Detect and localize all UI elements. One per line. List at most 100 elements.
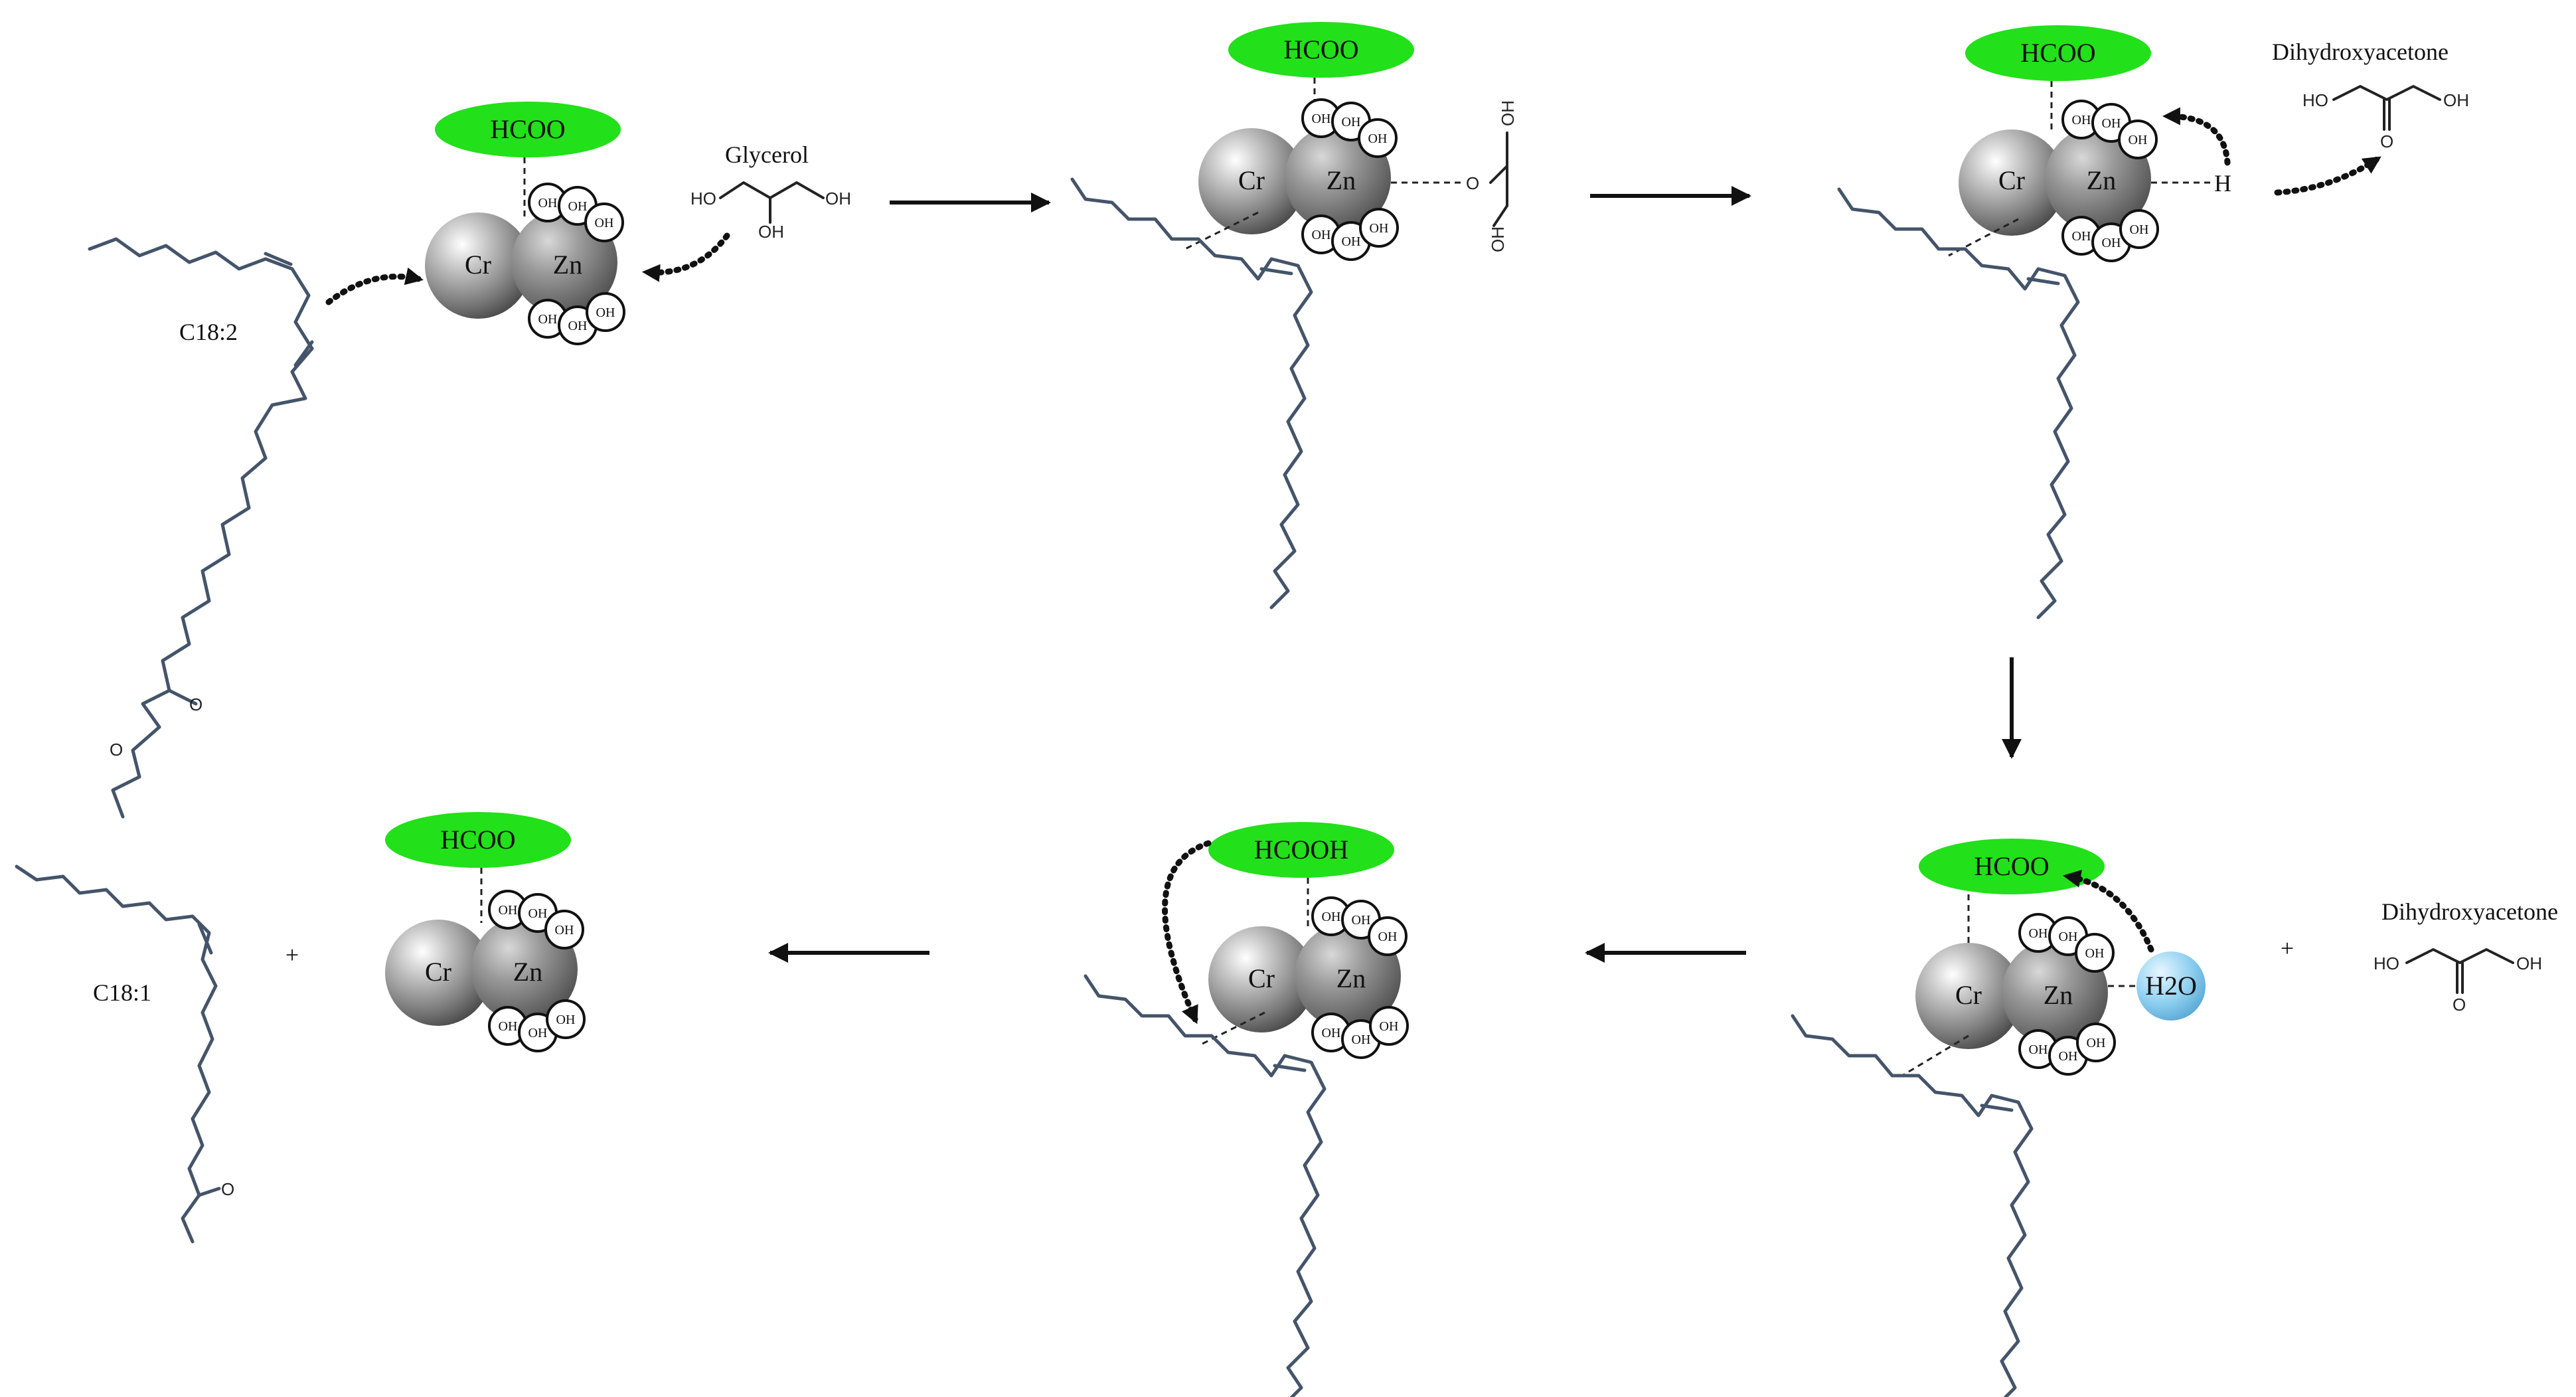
dotted-arrow xyxy=(2063,870,2154,953)
oh-group-label: OH xyxy=(2029,1042,2048,1057)
zn-label: Zn xyxy=(2087,165,2116,195)
oh-group-label: OH xyxy=(1342,115,1361,129)
glycerol-oh-mid: OH xyxy=(758,222,784,242)
hcoo-ellipse xyxy=(435,102,621,157)
plus-sign: + xyxy=(285,942,299,968)
hcoo-label: HCOO xyxy=(490,114,565,144)
dihydroxyacetone-label: Dihydroxyacetone xyxy=(2272,39,2449,65)
c18-2-label: C18:2 xyxy=(179,319,238,345)
oh-group-label: OH xyxy=(2087,1036,2106,1050)
zn-label: Zn xyxy=(1327,165,1356,195)
hcoo-label: HCOO xyxy=(440,825,515,855)
bound-o: O xyxy=(1466,173,1479,193)
dotted-arrow xyxy=(1162,840,1212,1025)
cr-label: Cr xyxy=(425,957,451,987)
attached-chain xyxy=(1072,179,1311,608)
hcoo-label: HCOO xyxy=(1283,35,1358,64)
c18-1-label: C18:1 xyxy=(93,979,151,1006)
oh-group-label: OH xyxy=(595,216,614,230)
oh-group-label: OH xyxy=(2029,926,2048,941)
zn-label: Zn xyxy=(513,957,542,987)
glycerol-oh-right: OH xyxy=(825,189,851,208)
cr-label: Cr xyxy=(1238,165,1265,195)
dha-ho: HO xyxy=(2374,953,2399,973)
oh-group-label: OH xyxy=(499,903,518,918)
hcooh-label: HCOOH xyxy=(1254,835,1348,864)
dotted-arrow xyxy=(2274,156,2381,196)
dotted-arrow xyxy=(641,232,730,282)
oh-group-label: OH xyxy=(2085,946,2105,961)
glycerol-ho: HO xyxy=(690,189,716,208)
oh-group-label: OH xyxy=(596,305,615,320)
hcooh-ellipse xyxy=(1208,822,1394,878)
zn-label: Zn xyxy=(1336,963,1366,993)
dotted-arrow xyxy=(2162,107,2231,166)
attached-chain xyxy=(1839,189,2078,617)
zn-label: Zn xyxy=(2044,980,2073,1010)
attached-chain xyxy=(1793,1016,2032,1397)
oh-group-label: OH xyxy=(1352,913,1371,928)
oh-group-label: OH xyxy=(2102,236,2121,250)
hcoo-ellipse xyxy=(1228,22,1414,78)
cr-label: Cr xyxy=(1955,980,1982,1010)
cr-zn-catalyst xyxy=(424,183,625,345)
oh-group-label: OH xyxy=(538,196,558,210)
dha-oh: OH xyxy=(2516,953,2542,973)
ester-o: O xyxy=(110,740,123,760)
oh-group-label: OH xyxy=(568,319,588,333)
dha-oh: OH xyxy=(2443,90,2469,110)
dha-o: O xyxy=(2380,131,2393,151)
hcoo-ellipse xyxy=(1965,25,2151,81)
h2o-sphere xyxy=(2136,951,2206,1021)
dha-ho: HO xyxy=(2302,90,2328,110)
oh-group-label: OH xyxy=(528,906,548,921)
oh-group-label: OH xyxy=(1370,221,1389,236)
hcoo-ellipse xyxy=(385,812,571,868)
glycerol-oh-bottom: OH xyxy=(1488,226,1508,252)
oh-group-label: OH xyxy=(2072,229,2091,244)
dihydroxyacetone-label: Dihydroxyacetone xyxy=(2381,898,2558,925)
hydrogen-label: H xyxy=(2214,170,2231,197)
oh-group-label: OH xyxy=(2059,930,2078,944)
attached-chain xyxy=(1086,976,1325,1397)
oh-group-label: OH xyxy=(1312,228,1331,242)
plus-sign: + xyxy=(2281,935,2294,961)
carbonyl-o: O xyxy=(221,1179,234,1199)
stage-5: HCOOH Cr Zn xyxy=(1086,822,1409,1397)
h2o-label: H2O xyxy=(2145,971,2197,1001)
cr-label: Cr xyxy=(1248,963,1275,993)
oh-group-label: OH xyxy=(2059,1049,2078,1064)
oh-group-label: OH xyxy=(528,1026,548,1040)
oh-group-label: OH xyxy=(555,923,574,938)
c18-1-chain xyxy=(15,864,221,1197)
oh-group-label: OH xyxy=(1342,234,1361,249)
hcoo-label: HCOO xyxy=(1974,851,2049,881)
hcoo-ellipse xyxy=(1919,839,2105,894)
oh-group-label: OH xyxy=(556,1013,576,1027)
oh-group-label: OH xyxy=(1352,1032,1371,1047)
oh-group-label: OH xyxy=(2130,222,2149,237)
dotted-arrow xyxy=(325,267,424,305)
oh-group-label: OH xyxy=(1322,1026,1341,1040)
stage-4: HCOO Cr Zn H2O + Dihydroxyacetone HO OH … xyxy=(1793,839,2558,1397)
glycerol-oh-top: OH xyxy=(1498,100,1518,126)
oh-group-label: OH xyxy=(2129,133,2148,147)
oh-group-label: OH xyxy=(538,312,558,327)
stage-6: O C18:1 + HCOO Cr Zn xyxy=(15,812,586,1244)
oh-group-label: OH xyxy=(568,199,588,214)
glycerol-label: Glycerol xyxy=(725,141,809,168)
dha-o: O xyxy=(2453,995,2466,1015)
oh-group-label: OH xyxy=(1368,131,1388,146)
oh-group-label: OH xyxy=(2072,113,2091,127)
stage-3: HCOO Cr Zn H Dihydroxyacetone HO OH O xyxy=(1839,25,2469,617)
oh-group-label: OH xyxy=(1378,930,1398,944)
oh-group-label: OH xyxy=(1380,1019,1399,1034)
oh-group-label: OH xyxy=(1322,910,1341,924)
cr-label: Cr xyxy=(465,250,491,280)
cr-label: Cr xyxy=(1998,165,2025,195)
oh-group-label: OH xyxy=(1312,112,1331,126)
oh-group-label: OH xyxy=(2102,116,2121,131)
carbonyl-o: O xyxy=(189,695,202,714)
zn-label: Zn xyxy=(553,250,582,280)
